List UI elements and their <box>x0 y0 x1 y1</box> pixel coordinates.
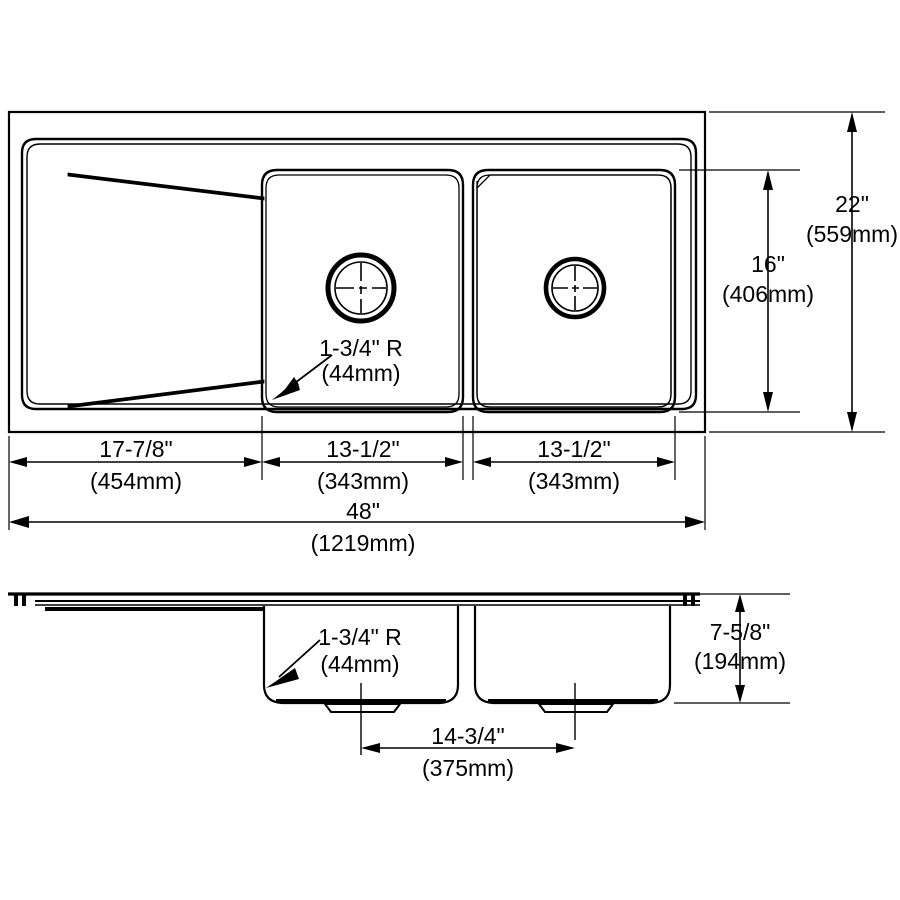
dim-center-bowl: 13-1/2" (343mm) <box>262 436 463 494</box>
top-radius-metric: (44mm) <box>321 360 400 386</box>
sink-deck-edge <box>20 137 698 411</box>
dim-bowl-depth-metric: (406mm) <box>722 281 814 307</box>
dim-side-bowl-depth-imperial: 7-5/8" <box>710 619 771 645</box>
dim-overall-width-metric: (1219mm) <box>311 530 416 556</box>
side-view-right-bowl-drain-recess <box>537 703 615 713</box>
top-view-extension-lines <box>8 416 706 530</box>
top-view-radius-leader <box>272 354 333 400</box>
dim-drain-spacing-metric: (375mm) <box>422 755 514 781</box>
drainboard-groove-lower <box>67 379 265 409</box>
side-view: 1-3/4" R (44mm) 14-3/4" (375mm) 7-5/8" (… <box>8 592 790 781</box>
side-view-right-bowl <box>473 606 672 705</box>
right-bowl-drain <box>543 256 607 320</box>
dim-drain-spacing: 14-3/4" (375mm) <box>361 723 575 781</box>
right-bowl-outline <box>471 168 677 414</box>
dim-overall-depth-metric: (559mm) <box>806 221 898 247</box>
center-bowl-drain <box>325 252 397 324</box>
dim-left-drainboard-metric: (454mm) <box>90 468 182 494</box>
right-bowl-inner-outline-2 <box>476 174 672 408</box>
dim-left-drainboard-imperial: 17-7/8" <box>99 436 172 462</box>
dim-right-bowl-imperial: 13-1/2" <box>537 436 610 462</box>
dim-side-bowl-depth: 7-5/8" (194mm) <box>694 594 786 703</box>
dim-overall-width-imperial: 48" <box>346 498 380 524</box>
dim-center-bowl-imperial: 13-1/2" <box>326 436 399 462</box>
side-radius-imperial: 1-3/4" R <box>318 624 402 650</box>
dim-right-bowl-metric: (343mm) <box>528 468 620 494</box>
dim-right-bowl: 13-1/2" (343mm) <box>473 436 675 494</box>
dim-overall-depth-imperial: 22" <box>835 191 869 217</box>
side-view-mounting-clips <box>14 595 26 606</box>
dim-drain-spacing-imperial: 14-3/4" <box>431 723 504 749</box>
dim-side-bowl-depth-metric: (194mm) <box>694 648 786 674</box>
drainboard-groove-upper <box>67 172 265 201</box>
side-view-depth-extension-lines <box>674 593 790 704</box>
side-view-radius-leader <box>266 639 321 688</box>
dim-bowl-depth: 16" (406mm) <box>722 170 814 412</box>
top-radius-imperial: 1-3/4" R <box>319 335 403 361</box>
dim-bowl-depth-imperial: 16" <box>751 251 785 277</box>
side-radius-metric: (44mm) <box>320 651 399 677</box>
drainboard-underside <box>45 607 265 611</box>
right-bowl-inner-outline <box>476 174 672 408</box>
dim-center-bowl-metric: (343mm) <box>317 468 409 494</box>
dim-left-drainboard: 17-7/8" (454mm) <box>9 436 262 494</box>
dim-overall-depth: 22" (559mm) <box>806 112 898 432</box>
sink-deck-edge-inner <box>26 143 692 405</box>
side-view-mounting-clips-right <box>683 595 695 606</box>
center-bowl-outline <box>260 168 465 414</box>
top-view-extension-lines-vertical <box>679 111 885 433</box>
side-view-right-bowl-base <box>488 699 658 703</box>
top-view: 1-3/4" R (44mm) 17-7/8" (454mm) 13-1/2" … <box>7 110 898 556</box>
dim-overall-width: 48" (1219mm) <box>9 498 705 556</box>
center-bowl-inner-outline <box>265 174 460 408</box>
side-view-center-bowl-drain-recess <box>323 703 402 713</box>
sink-outer-rim <box>7 110 707 434</box>
